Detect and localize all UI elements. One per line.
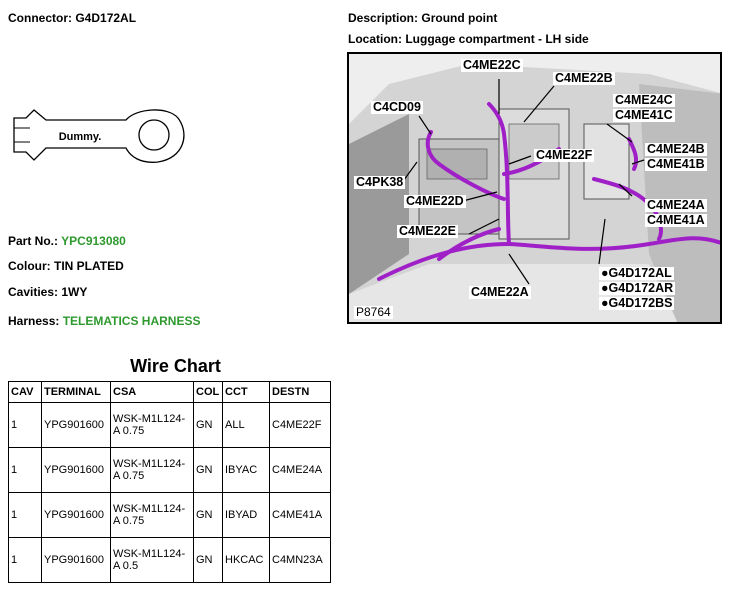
connector-line: Connector: G4D172AL [8, 11, 136, 25]
cell-cct: HKCAC [222, 537, 270, 583]
cell-cct: IBYAC [222, 447, 270, 493]
cell-cav: 1 [8, 492, 42, 538]
callout-c4me41a: C4ME41A [645, 213, 707, 227]
callout-c4me22d: C4ME22D [404, 194, 466, 208]
col-header-cav: CAV [8, 381, 42, 403]
cell-cav: 1 [8, 402, 42, 448]
wire-chart-header-row: CAV TERMINAL CSA COL CCT DESTN [8, 381, 331, 403]
cell-csa: WSK-M1L124-A 0.5 [110, 537, 194, 583]
colour-label: Colour: [8, 259, 51, 273]
cavities-label: Cavities: [8, 285, 59, 299]
connector-label: Connector: [8, 11, 72, 25]
cell-terminal: YPG901600 [41, 492, 111, 538]
col-header-csa: CSA [110, 381, 194, 403]
table-row: 1 YPG901600 WSK-M1L124-A 0.75 GN IBYAC C… [8, 447, 331, 493]
part-no-value[interactable]: YPC913080 [61, 234, 126, 248]
callout-c4me41c: C4ME41C [613, 108, 675, 122]
callout-c4me24a: C4ME24A [645, 198, 707, 212]
location-line: Location: Luggage compartment - LH side [348, 32, 589, 46]
cell-terminal: YPG901600 [41, 402, 111, 448]
colour-line: Colour: TIN PLATED [8, 259, 124, 273]
cell-destn: C4ME41A [269, 492, 331, 538]
cell-cct: ALL [222, 402, 270, 448]
callout-g4d172ar: ●G4D172AR [599, 281, 676, 295]
cell-csa: WSK-M1L124-A 0.75 [110, 492, 194, 538]
cell-col: GN [193, 537, 223, 583]
callout-c4me22e: C4ME22E [397, 224, 458, 238]
photo-ref: P8764 [354, 305, 393, 319]
callout-g4d172al: ●G4D172AL [599, 266, 674, 280]
cell-terminal: YPG901600 [41, 447, 111, 493]
cavities-value: 1WY [61, 285, 88, 299]
cell-cav: 1 [8, 537, 42, 583]
callout-c4me24b: C4ME24B [645, 142, 707, 156]
wire-chart-table: CAV TERMINAL CSA COL CCT DESTN 1 YPG9016… [8, 381, 331, 583]
location-value: Luggage compartment - LH side [405, 32, 589, 46]
cell-destn: C4ME22F [269, 402, 331, 448]
col-header-terminal: TERMINAL [41, 381, 111, 403]
callout-c4me22b: C4ME22B [553, 71, 615, 85]
callout-c4me22c: C4ME22C [461, 58, 523, 72]
cell-cct: IBYAD [222, 492, 270, 538]
callout-c4me41b: C4ME41B [645, 157, 707, 171]
callout-c4me22a: C4ME22A [469, 285, 531, 299]
harness-line: Harness: TELEMATICS HARNESS [8, 314, 201, 328]
callout-g4d172bs: ●G4D172BS [599, 296, 675, 310]
cell-cav: 1 [8, 447, 42, 493]
cell-col: GN [193, 447, 223, 493]
terminal-drawing: Dummy. [13, 109, 185, 163]
harness-value[interactable]: TELEMATICS HARNESS [62, 314, 201, 328]
cavities-line: Cavities: 1WY [8, 285, 87, 299]
cell-destn: C4MN23A [269, 537, 331, 583]
description-line: Description: Ground point [348, 11, 497, 25]
cell-col: GN [193, 402, 223, 448]
location-label: Location: [348, 32, 402, 46]
callout-c4pk38: C4PK38 [354, 175, 406, 189]
connector-value: G4D172AL [75, 11, 137, 25]
callout-c4me22f: C4ME22F [534, 148, 595, 162]
dummy-label: Dummy. [59, 131, 102, 143]
cell-csa: WSK-M1L124-A 0.75 [110, 447, 194, 493]
harness-label: Harness: [8, 314, 60, 328]
table-row: 1 YPG901600 WSK-M1L124-A 0.75 GN ALL C4M… [8, 402, 331, 448]
callout-c4cd09: C4CD09 [371, 100, 423, 114]
location-photo: C4ME22C C4ME22B C4CD09 C4ME24C C4ME41C C… [347, 52, 722, 324]
col-header-col: COL [193, 381, 223, 403]
col-header-cct: CCT [222, 381, 270, 403]
cell-destn: C4ME24A [269, 447, 331, 493]
col-header-destn: DESTN [269, 381, 331, 403]
cell-csa: WSK-M1L124-A 0.75 [110, 402, 194, 448]
table-row: 1 YPG901600 WSK-M1L124-A 0.5 GN HKCAC C4… [8, 537, 331, 583]
colour-value: TIN PLATED [54, 259, 124, 273]
description-value: Ground point [421, 11, 498, 25]
callout-c4me24c: C4ME24C [613, 93, 675, 107]
part-no-label: Part No.: [8, 234, 59, 248]
description-label: Description: [348, 11, 419, 25]
part-no-line: Part No.: YPC913080 [8, 234, 126, 248]
table-row: 1 YPG901600 WSK-M1L124-A 0.75 GN IBYAD C… [8, 492, 331, 538]
wire-chart-title: Wire Chart [130, 356, 221, 376]
cell-terminal: YPG901600 [41, 537, 111, 583]
cell-col: GN [193, 492, 223, 538]
